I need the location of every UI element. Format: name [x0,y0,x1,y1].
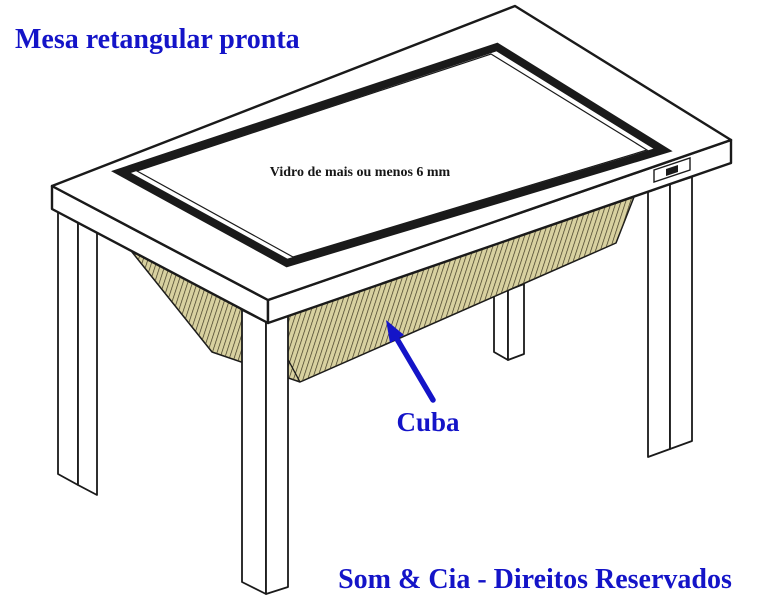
glass-label: Vidro de mais ou menos 6 mm [270,165,451,180]
page-title: Mesa retangular pronta [15,24,300,55]
right-leg-face-right [669,176,693,450]
glass-frame [111,42,673,268]
cuba-arrow-shaft [394,336,436,403]
cuba-arrow [386,320,436,403]
front-leg-face-right [265,314,289,595]
copyright-text: Som & Cia - Direitos Reservados [338,564,732,595]
glass-panel-outline [135,53,649,258]
right-leg [647,176,693,458]
front-leg [241,309,289,595]
cuba-label: Cuba [396,407,460,437]
left-leg [57,211,98,496]
left-leg-face-left [57,211,79,486]
left-leg-face-right [77,222,98,496]
front-leg-face-left [241,309,267,595]
latch-detail [653,157,691,183]
back-leg-face-right [507,283,525,361]
right-leg-face-left [647,183,671,458]
tabletop: Vidro de mais ou menos 6 mm [50,4,733,325]
latch-button [666,165,678,176]
cuba-arrow-head [386,320,404,343]
